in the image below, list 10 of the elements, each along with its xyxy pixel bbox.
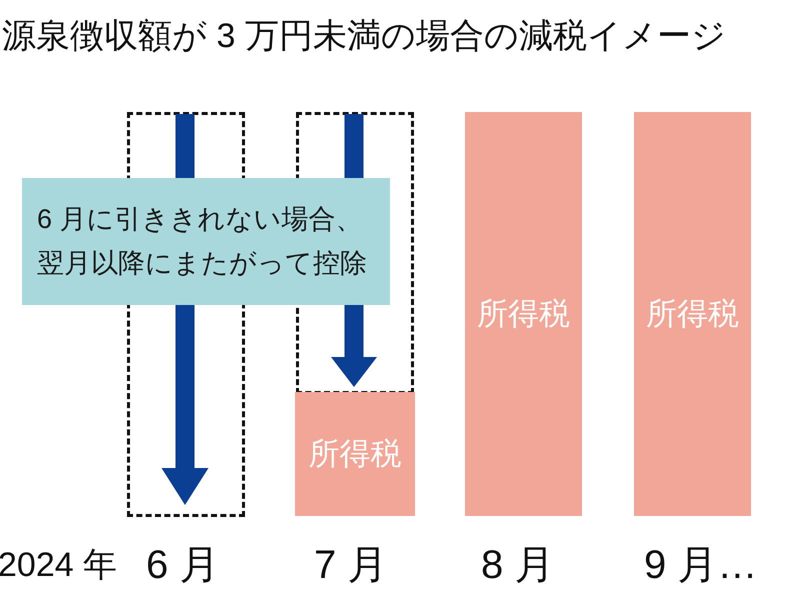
month-label: 9 月… (644, 544, 758, 586)
year-label: 2024 年 (0, 548, 118, 584)
month-label: 6 月 (146, 544, 220, 586)
month-label: 8 月 (481, 544, 554, 586)
tax-bar: 所得税 (295, 392, 415, 516)
month-label: 7 月 (314, 544, 388, 586)
tax-bar: 所得税 (634, 112, 751, 516)
callout-box: 6 月に引ききれない場合、翌月以降にまたがって控除 (22, 178, 390, 305)
tax-bar: 所得税 (465, 112, 582, 516)
diagram-title: 源泉徴収額が 3 万円未満の場合の減税イメージ (2, 18, 726, 56)
